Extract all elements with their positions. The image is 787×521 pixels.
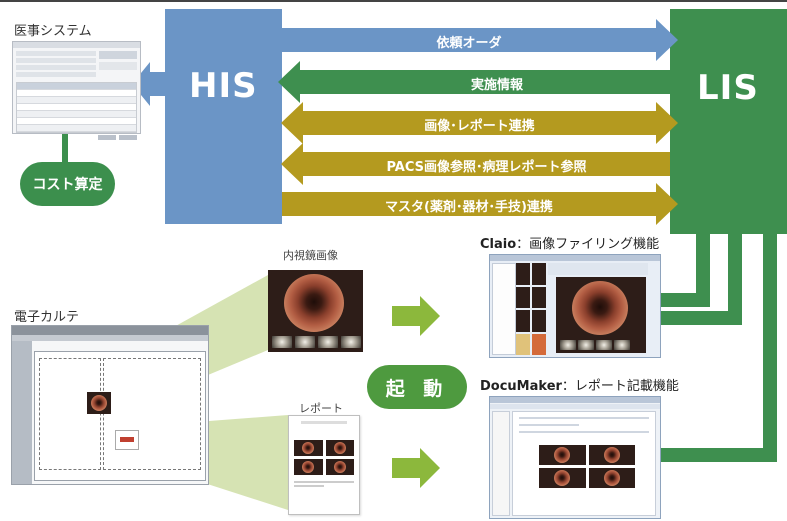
documaker-screenshot bbox=[489, 396, 661, 519]
claio-screenshot bbox=[489, 254, 661, 358]
lis-label: LIS bbox=[697, 68, 759, 108]
emr-title: 電子カルテ bbox=[14, 310, 80, 325]
flow-arrow-pacs bbox=[281, 143, 670, 185]
lis-block bbox=[670, 9, 787, 234]
iji-system-screenshot bbox=[12, 41, 141, 140]
report-title: レポート bbox=[299, 402, 343, 415]
emr-endoscope-thumbnail bbox=[87, 392, 111, 414]
iji-system-title: 医事システム bbox=[14, 24, 92, 39]
flow-label-master: マスタ(薬剤･器材･手技)連携 bbox=[385, 200, 553, 215]
launch-bubble: 起 動 bbox=[367, 365, 467, 409]
arrow-to-documaker bbox=[392, 448, 440, 488]
flow-label-implementation: 実施情報 bbox=[470, 78, 523, 93]
lis-to-claio-connector bbox=[660, 230, 710, 307]
emr-screenshot bbox=[11, 325, 209, 485]
his-to-iji-arrow bbox=[132, 62, 165, 106]
lis-to-documaker-connector bbox=[660, 230, 777, 462]
flow-label-image-report: 画像･レポート連携 bbox=[424, 119, 535, 134]
endoscope-image-title: 内視鏡画像 bbox=[283, 249, 338, 262]
flow-arrow-order bbox=[282, 19, 678, 61]
claio-desc: ：画像ファイリング機能 bbox=[516, 237, 660, 252]
top-border bbox=[0, 0, 787, 2]
arrow-to-claio bbox=[392, 296, 440, 336]
flow-label-order: 依頼オーダ bbox=[436, 36, 502, 51]
documaker-title: DocuMaker：レポート記載機能 bbox=[480, 375, 679, 394]
claio-name: Claio bbox=[480, 237, 517, 252]
documaker-name: DocuMaker bbox=[480, 379, 562, 394]
report-document bbox=[288, 415, 360, 515]
emr-report-thumbnail bbox=[115, 430, 139, 450]
flow-arrow-master bbox=[282, 183, 678, 225]
flow-arrow-implementation bbox=[278, 61, 694, 103]
documaker-desc: ：レポート記載機能 bbox=[561, 379, 679, 394]
his-label: HIS bbox=[189, 66, 258, 106]
claio-title: Claio：画像ファイリング機能 bbox=[480, 233, 659, 252]
his-block bbox=[165, 9, 282, 224]
flow-label-pacs: PACS画像参照･病理レポート参照 bbox=[386, 160, 587, 175]
lis-to-claio-connector-2 bbox=[660, 230, 742, 325]
endoscope-image-photo bbox=[268, 270, 363, 352]
cost-connector bbox=[62, 133, 68, 163]
flow-arrow-image-report bbox=[281, 102, 678, 144]
cost-calc-bubble: コスト算定 bbox=[20, 162, 115, 206]
